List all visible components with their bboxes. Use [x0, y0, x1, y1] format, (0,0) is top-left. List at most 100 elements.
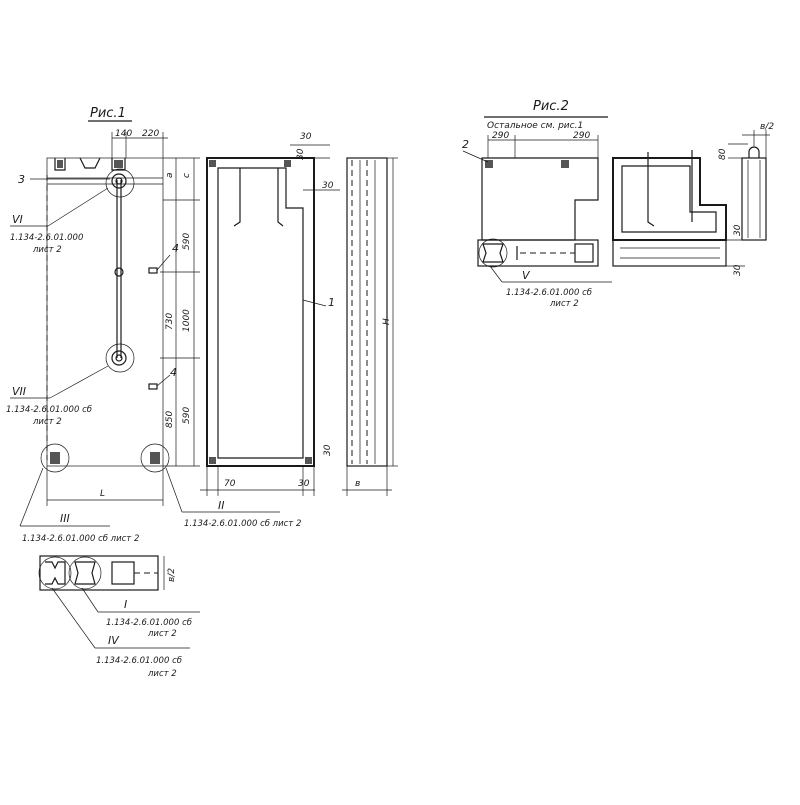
figure-2-note: Остальное см. рис.1	[487, 121, 583, 131]
detail-circle-I	[68, 556, 102, 590]
callout-leader	[51, 587, 96, 649]
dim-30-mid: 30	[322, 181, 334, 191]
figure-2-title: Рис.2	[533, 99, 569, 114]
fig2-section-base	[612, 239, 727, 267]
lifting-node-mid	[114, 267, 124, 277]
position-1: 1	[328, 296, 335, 309]
detail-circle-VII	[105, 343, 135, 373]
leader-4b	[156, 374, 171, 387]
dim-a: a	[165, 172, 175, 178]
dim-L: L	[100, 489, 105, 499]
callout-I-sheet: лист 2	[147, 629, 177, 639]
leader-4a	[156, 254, 171, 271]
top-dimensions: 140 220	[111, 129, 168, 158]
fig2-dim-30a: 30	[733, 224, 743, 236]
dim-1000: 1000	[182, 309, 192, 332]
dim-140: 140	[115, 129, 132, 139]
top-fixture-mid	[79, 157, 101, 169]
callout-I-ref: 1.134-2.6.01.000 сб	[106, 618, 192, 628]
dim-30-v: 30	[296, 148, 306, 160]
fig2-section-view: 30 30	[612, 150, 745, 276]
callout-leader	[49, 365, 109, 399]
fig2-loop-bar	[647, 152, 655, 227]
fig2-hatch	[561, 160, 569, 168]
callout-VI-ref: 1.134-2.6.01.000	[10, 233, 83, 243]
callout-IV-numeral: IV	[108, 634, 120, 647]
callout-leader	[165, 467, 183, 513]
callout-III-ref: 1.134-2.6.01.000 сб лист 2	[22, 534, 139, 544]
section-view: 1 30 30 30 70 30 30	[200, 132, 340, 496]
dim-30-top: 30	[300, 132, 312, 142]
detail-circle-V	[478, 238, 508, 268]
callout-II: II 1.134-2.6.01.000 сб лист 2	[165, 467, 301, 529]
side-outline	[346, 157, 388, 467]
callout-I-numeral: I	[124, 598, 127, 611]
callout-I: I 1.134-2.6.01.000 сб лист 2	[81, 587, 200, 639]
corner-hatch	[209, 160, 216, 167]
bottom-detail: в/2	[38, 555, 177, 591]
callout-IV-sheet: лист 2	[147, 669, 177, 679]
connector-left	[45, 561, 66, 585]
callout-VII-ref: 1.134-2.6.01.000 сб	[6, 405, 92, 415]
section-inner	[217, 167, 304, 459]
callout-III: III 1.134-2.6.01.000 сб лист 2	[19, 467, 139, 544]
fig2-section-outline	[612, 157, 727, 241]
dim-c: c	[182, 173, 192, 178]
position-2: 2	[462, 138, 469, 151]
fig2-dim-290a: 290	[492, 131, 509, 141]
fig2-plan-strip	[477, 238, 599, 268]
corner-hatch-left	[50, 452, 60, 464]
leader-2	[462, 150, 489, 163]
position-4-upper: 4	[172, 242, 179, 255]
fig2-strip	[477, 239, 599, 267]
callout-IV: IV 1.134-2.6.01.000 сб лист 2	[51, 587, 190, 679]
dim-30-bottom: 30	[298, 479, 310, 489]
callout-IV-ref: 1.134-2.6.01.000 сб	[96, 656, 182, 666]
top-fixture-right	[111, 158, 126, 171]
panel-outline	[46, 157, 164, 467]
fig2-dim-80: 80	[718, 148, 728, 160]
position-4-lower: 4	[170, 366, 177, 379]
lifting-loop-bottom-inner	[115, 354, 123, 362]
callout-II-ref: 1.134-2.6.01.000 сб лист 2	[184, 519, 301, 529]
callout-V-ref: 1.134-2.6.01.000 сб	[506, 288, 592, 298]
dim-590-top: 590	[182, 233, 192, 250]
corner-hatch	[284, 160, 291, 167]
dim-220: 220	[142, 129, 159, 139]
lifting-loop-top-inner	[115, 177, 123, 185]
connector-right	[111, 561, 135, 585]
fig2-hatch	[485, 160, 493, 168]
figure-1-title: Рис.1	[90, 106, 126, 121]
fig2-dim-b2: в/2	[760, 122, 774, 132]
detail-circle-II	[140, 443, 170, 473]
callout-VI-numeral: VI	[12, 213, 23, 226]
dim-b2: в/2	[167, 568, 177, 582]
width-dimension: L	[46, 466, 164, 506]
position-3: 3	[18, 173, 25, 186]
anchor-4-lower	[148, 383, 158, 390]
vertical-dimensions: c a 590 730 1000 850 590	[160, 157, 200, 467]
dim-850: 850	[165, 411, 175, 428]
dim-H: H	[382, 318, 392, 325]
anchor-4-upper	[148, 267, 158, 274]
callout-II-numeral: II	[218, 499, 225, 512]
fixture-hatch	[57, 160, 63, 168]
panel-front-view: 4 4 3	[18, 157, 179, 473]
dim-730: 730	[165, 313, 175, 330]
lifting-loop-bottom	[111, 350, 127, 366]
detail-circle-IV	[38, 556, 72, 590]
callout-V-numeral: V	[522, 269, 531, 282]
callout-VII: VII 1.134-2.6.01.000 сб лист 2	[6, 365, 109, 427]
fig2-side-view: в/2 80	[718, 122, 774, 241]
corner-hatch-right	[150, 452, 160, 464]
top-fixture-left	[54, 158, 66, 171]
dim-70: 70	[224, 479, 236, 489]
lifting-loop-top	[111, 173, 127, 189]
detail-circle-VI	[105, 168, 135, 198]
leader-1	[302, 299, 327, 307]
callout-leader	[81, 587, 99, 613]
callout-VII-sheet: лист 2	[32, 417, 62, 427]
detail-strip	[39, 555, 159, 591]
